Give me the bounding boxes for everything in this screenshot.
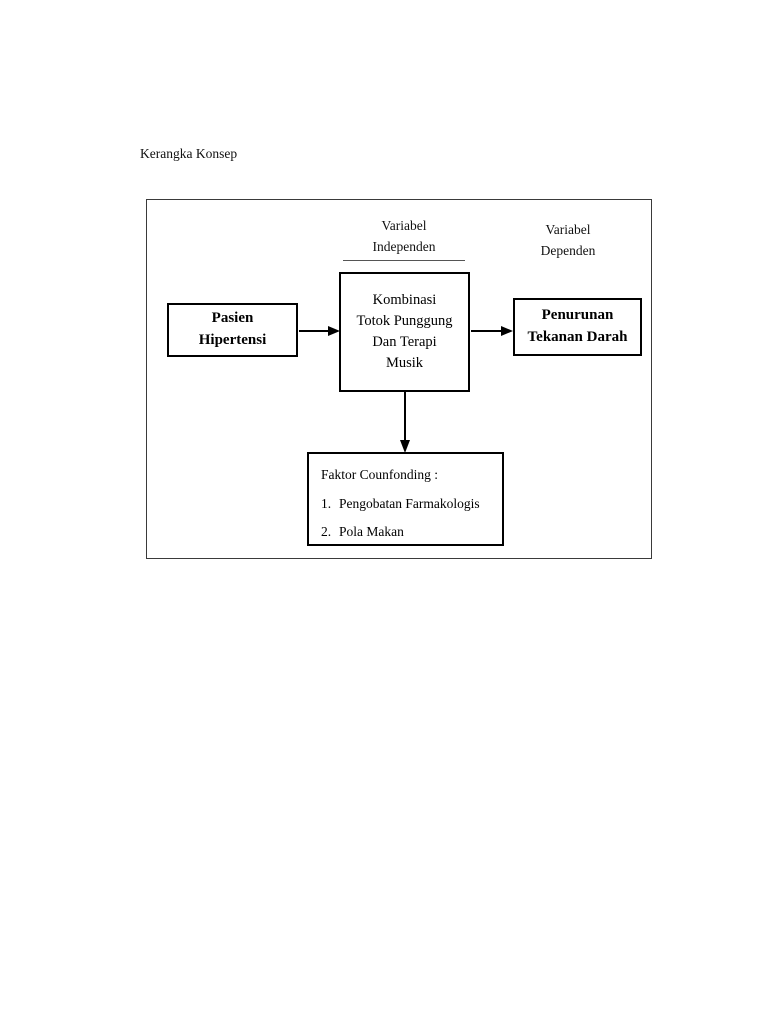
confounding-item-1: 1. Pengobatan Farmakologis: [321, 495, 502, 511]
node-kombinasi-line2: Totok Punggung: [356, 312, 453, 329]
confounding-item-2-number: 2.: [321, 524, 332, 539]
arrow-right-icon-patient-to-intervention: [299, 326, 340, 336]
node-penurunan-tekanan-darah: Penurunan Tekanan Darah: [513, 298, 642, 356]
caption-dependen-line1: Variabel: [545, 222, 591, 237]
caption-independen-line1: Variabel: [381, 218, 427, 233]
caption-variabel-independen: Variabel Independen: [334, 216, 474, 262]
arrow-down-icon-intervention-to-confounding: [400, 392, 410, 453]
confounding-item-2-label: Pola Makan: [339, 524, 404, 539]
page-title: Kerangka Konsep: [140, 146, 238, 161]
node-pasien-hipertensi: Pasien Hipertensi: [167, 303, 298, 357]
node-pasien-line1: Pasien: [211, 310, 254, 327]
node-kombinasi-line4: Musik: [385, 355, 424, 372]
caption-dependen-line2: Dependen: [540, 242, 596, 258]
confounding-item-1-number: 1.: [321, 495, 332, 511]
node-kombinasi-line3: Dan Terapi: [372, 334, 437, 350]
node-penurunan-line1: Penurunan: [541, 307, 614, 324]
node-penurunan-line2: Tekanan Darah: [527, 329, 628, 345]
caption-variabel-dependen: Variabel Dependen: [498, 220, 638, 262]
node-kombinasi-totok-punggung: Kombinasi Totok Punggung Dan Terapi Musi…: [339, 272, 470, 392]
node-kombinasi-line1: Kombinasi: [372, 291, 437, 308]
confounding-item-2: 2. Pola Makan: [321, 525, 502, 539]
confounding-heading: Faktor Counfonding :: [321, 467, 438, 482]
caption-independen-underline: [343, 259, 465, 262]
caption-independen-line2: Independen: [372, 238, 436, 254]
node-faktor-counfonding: Faktor Counfonding : 1. Pengobatan Farmak…: [307, 452, 504, 546]
node-pasien-line2: Hipertensi: [198, 332, 267, 348]
arrow-right-icon-intervention-to-outcome: [471, 326, 513, 336]
confounding-item-1-label: Pengobatan Farmakologis: [339, 495, 480, 511]
